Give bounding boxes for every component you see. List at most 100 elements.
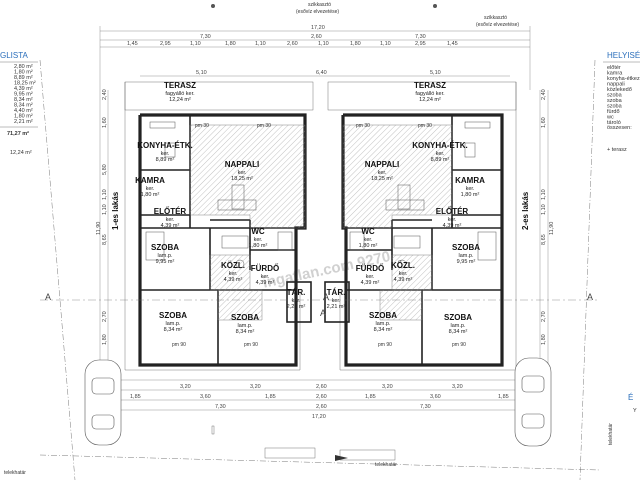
bottom-dim-row2: 1,85 bbox=[498, 394, 509, 400]
room-name-left: SZOBA bbox=[151, 243, 179, 252]
top-segment-dim: 1,80 bbox=[350, 41, 361, 47]
room-floor-right: lam.p. bbox=[376, 321, 391, 327]
left-area-value: 8,34 m² bbox=[14, 103, 33, 109]
room-floor-right: ker. bbox=[364, 237, 373, 243]
room-floor-left: ker. bbox=[261, 274, 270, 280]
room-floor-right: ker. bbox=[448, 217, 457, 223]
hall-hatch-left bbox=[189, 124, 306, 229]
room-area-right: 18,25 m² bbox=[371, 176, 393, 182]
terrace-left bbox=[124, 81, 314, 111]
room-floor-left: ker. bbox=[229, 271, 238, 277]
room-name-left: KONYHA-ÉTK. bbox=[137, 141, 193, 150]
plot-boundary-left bbox=[39, 59, 76, 480]
right-room-item: konyha-étkező bbox=[607, 76, 640, 82]
room-floor-right: lam.p. bbox=[451, 323, 466, 329]
left-area-value: 4,40 m² bbox=[14, 108, 33, 114]
right-room-item: szoba bbox=[607, 104, 623, 110]
pm-label: pm 30 bbox=[257, 123, 271, 129]
left-side-dim: 1,80 bbox=[102, 334, 108, 345]
unit-label-right: 2-es lakás bbox=[521, 191, 530, 230]
room-name-left: TÁR. bbox=[287, 288, 306, 297]
room-floor-left: fagyálló ker. bbox=[165, 91, 195, 97]
room-area-left: 8,34 m² bbox=[164, 327, 183, 333]
right-panel-sum: összesen: bbox=[607, 125, 632, 131]
bottom-dim-row1: 3,20 bbox=[250, 384, 261, 390]
room-floor-right: ker. bbox=[436, 151, 445, 157]
furniture-right bbox=[349, 121, 497, 269]
left-area-value: 1,80 m² bbox=[14, 70, 33, 76]
right-room-item: szoba bbox=[607, 93, 623, 99]
top-segment-dim: 1,10 bbox=[380, 41, 391, 47]
pm-labels: pm 30 pm 30 pm 30 pm 30 pm 90 pm 90 pm 9… bbox=[172, 123, 466, 348]
room-floor-left: lam.p. bbox=[166, 321, 181, 327]
right-room-item: fürdő bbox=[607, 109, 620, 115]
top-segment-dim: 1,45 bbox=[127, 41, 138, 47]
right-room-item: tároló bbox=[607, 120, 621, 126]
room-name-right: KAMRA bbox=[455, 176, 485, 185]
left-side-dim: 5,80 bbox=[102, 164, 108, 175]
room-area-right: 4,39 m² bbox=[443, 223, 462, 229]
bottom-dim-row1: 2,60 bbox=[316, 384, 327, 390]
room-area-right: 1,80 m² bbox=[461, 192, 480, 198]
terrace-dim: 5,10 bbox=[196, 70, 207, 76]
car-left bbox=[84, 359, 122, 446]
section-mark: A bbox=[45, 292, 51, 302]
corridor-hatch-left2 bbox=[217, 289, 263, 321]
bottom-dim-row2: 2,60 bbox=[316, 394, 327, 400]
room-floor-left: ker. bbox=[238, 170, 247, 176]
room-area-right: 2,21 m² bbox=[327, 304, 346, 310]
top-segment-dim: 2,95 bbox=[160, 41, 171, 47]
pm-label: pm 90 bbox=[452, 342, 466, 348]
top-segment-dim: 2,60 bbox=[287, 41, 298, 47]
room-floor-right: ker. bbox=[399, 271, 408, 277]
room-name-right: ELŐTÉR bbox=[436, 207, 469, 216]
bottom-dim-row2: 3,60 bbox=[430, 394, 441, 400]
plot-boundary-bottom bbox=[39, 454, 601, 471]
top-note-line2: (esővíz elvezetése) bbox=[296, 9, 339, 15]
center-dim: 2,60 bbox=[311, 34, 322, 40]
room-name-left: TERASZ bbox=[164, 81, 196, 90]
right-top-note-2: (esővíz elvezetése) bbox=[476, 22, 519, 28]
room-name-right: WC bbox=[361, 227, 375, 236]
right-side-dim: 8,65 bbox=[541, 234, 547, 245]
room-area-left: 4,39 m² bbox=[161, 223, 180, 229]
room-area-left: 4,39 m² bbox=[224, 277, 243, 283]
room-name-right: SZOBA bbox=[452, 243, 480, 252]
bottom-dim-row2: 1,85 bbox=[265, 394, 276, 400]
top-marker-dot bbox=[433, 4, 437, 8]
room-floor-right: ker. bbox=[466, 186, 475, 192]
pm-label: pm 30 bbox=[356, 123, 370, 129]
room-area-right: 8,89 m² bbox=[431, 157, 450, 163]
left-area-value: 9,95 m² bbox=[14, 92, 33, 98]
room-area-left: 12,24 m² bbox=[169, 97, 191, 103]
top-segment-dim: 1,45 bbox=[447, 41, 458, 47]
room-name-left: SZOBA bbox=[231, 313, 259, 322]
room-area-left: 9,95 m² bbox=[156, 259, 175, 265]
right-room-item: közlekedő bbox=[607, 87, 632, 93]
room-floor-left: ker. bbox=[292, 298, 301, 304]
room-name-left: KÖZL. bbox=[221, 261, 245, 270]
bottom-dim-row2: 1,85 bbox=[130, 394, 141, 400]
bottom-total-dim: 17,20 bbox=[312, 414, 326, 420]
room-floor-left: lam.p. bbox=[158, 253, 173, 259]
room-area-left: 8,34 m² bbox=[236, 329, 255, 335]
section-line: A A A A bbox=[40, 292, 600, 318]
room-name-left: WC bbox=[251, 227, 265, 236]
bottom-dim-row2: 1,85 bbox=[365, 394, 376, 400]
room-area-right: 9,95 m² bbox=[457, 259, 476, 265]
room-floor-left: ker. bbox=[254, 237, 263, 243]
room-name-right: SZOBA bbox=[444, 313, 472, 322]
right-top-note: szikkasztó bbox=[484, 15, 507, 21]
hall-hatch-right bbox=[342, 124, 453, 229]
room-area-left: 1,80 m² bbox=[141, 192, 160, 198]
terrace-dim: 5,10 bbox=[430, 70, 441, 76]
storage-right bbox=[324, 281, 350, 323]
plot-label-right: telekhatár bbox=[608, 423, 614, 445]
room-area-right: 12,24 m² bbox=[419, 97, 441, 103]
right-side-dim: 2,70 bbox=[541, 311, 547, 322]
room-area-left: 18,25 m² bbox=[231, 176, 253, 182]
